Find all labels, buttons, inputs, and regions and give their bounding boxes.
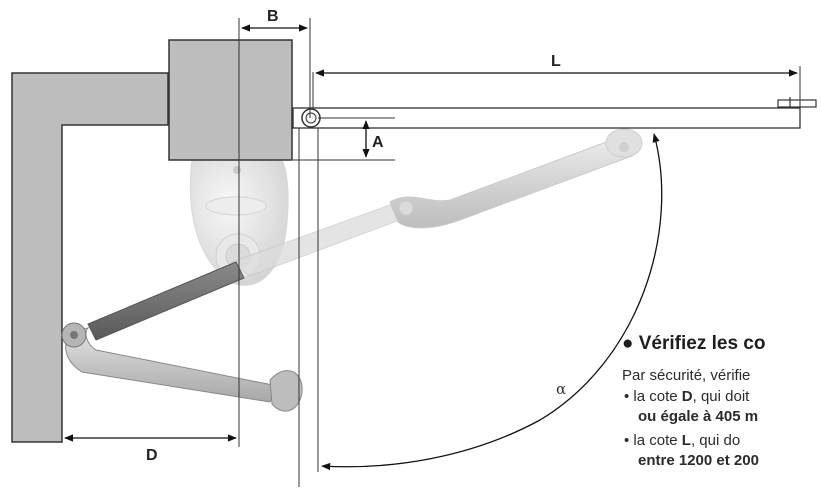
bullet-l: • la cote L, qui do — [624, 432, 740, 449]
bullet-l-key: L — [681, 432, 691, 449]
intro-text: Par sécurité, vérifie — [622, 367, 751, 384]
bullet-l-prefix: • la cote — [624, 432, 682, 449]
bullet-d-cont: ou égale à 405 m — [638, 408, 759, 425]
bullet-l-suffix: , qui do — [690, 432, 741, 449]
bullet-d: • la cote D, qui doit — [624, 388, 749, 405]
bullet-d-suffix: , qui doit — [692, 388, 750, 405]
bullet-d-prefix: • la cote — [624, 388, 682, 405]
label-d: D — [146, 447, 158, 464]
gate-leaf — [292, 107, 801, 129]
section-heading: ● Vérifiez les co — [622, 333, 766, 354]
dimension-b: B — [241, 8, 308, 32]
gate-handle — [777, 99, 817, 108]
label-a: A — [372, 134, 384, 151]
arm-upper — [230, 128, 643, 277]
arm-lower — [61, 261, 303, 412]
gear-box — [168, 39, 293, 161]
dimension-l: L — [315, 53, 798, 77]
label-l: L — [551, 53, 561, 70]
label-alpha: α — [556, 380, 566, 398]
gate-pillar — [11, 72, 169, 443]
bullet-d-key: D — [681, 388, 693, 405]
label-b: B — [267, 8, 279, 25]
dimension-d: D — [64, 434, 237, 464]
opening-angle: α — [321, 133, 663, 471]
bullet-l-cont: entre 1200 et 200 — [638, 452, 759, 469]
